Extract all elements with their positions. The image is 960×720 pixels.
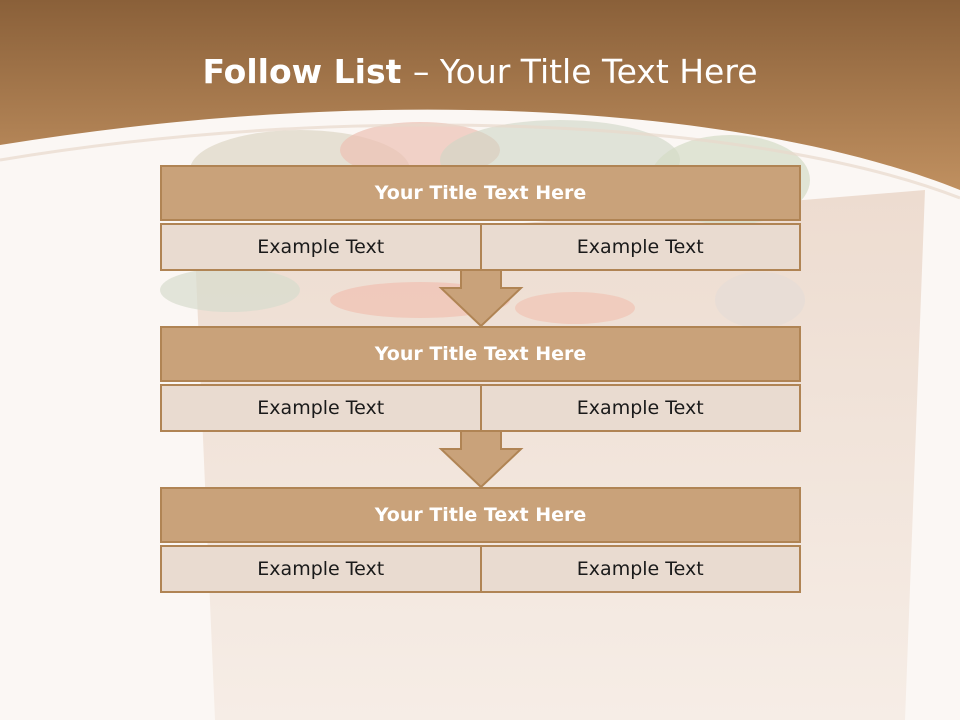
step-row: Example Text Example Text	[160, 223, 801, 271]
vegetable-shape	[160, 268, 300, 312]
vegetable-shape	[515, 292, 635, 324]
header-band	[0, 0, 960, 190]
step-row: Example Text Example Text	[160, 545, 801, 593]
step-cell-left: Example Text	[160, 384, 482, 432]
step-title: Your Title Text Here	[160, 326, 801, 382]
down-arrow-icon	[438, 269, 524, 328]
step-cell-left: Example Text	[160, 545, 482, 593]
step-block-1: Your Title Text Here Example Text Exampl…	[160, 165, 801, 271]
step-title: Your Title Text Here	[160, 165, 801, 221]
step-block-2: Your Title Text Here Example Text Exampl…	[160, 326, 801, 432]
step-cell-left: Example Text	[160, 223, 482, 271]
header-curve-line	[0, 123, 960, 200]
step-cell-right: Example Text	[481, 384, 801, 432]
step-cell-right: Example Text	[481, 223, 801, 271]
down-arrow-icon	[438, 430, 524, 489]
step-title: Your Title Text Here	[160, 487, 801, 543]
step-cell-right: Example Text	[481, 545, 801, 593]
title-bold-part: Follow List	[202, 52, 413, 91]
slide-title: Follow List – Your Title Text Here	[0, 52, 960, 91]
step-row: Example Text Example Text	[160, 384, 801, 432]
vegetable-shape	[715, 272, 805, 328]
step-block-3: Your Title Text Here Example Text Exampl…	[160, 487, 801, 593]
title-rest-part: – Your Title Text Here	[412, 52, 758, 91]
